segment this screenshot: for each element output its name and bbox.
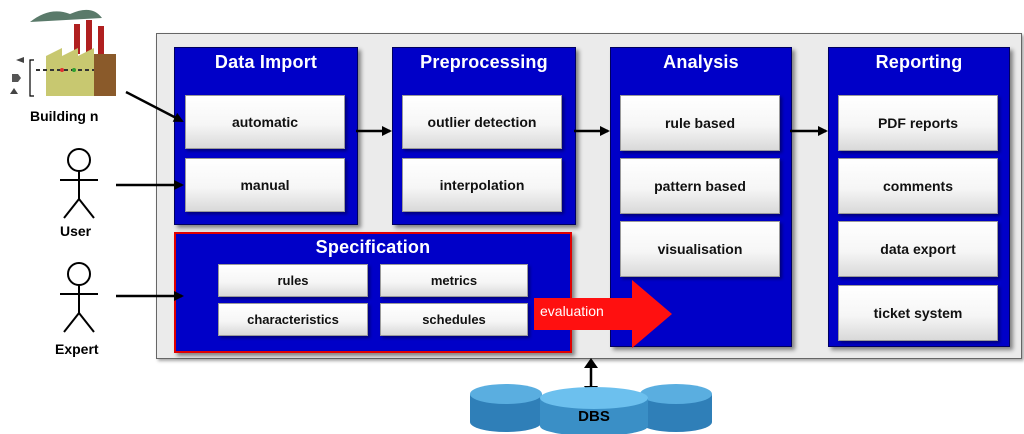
outlier-detection-box: outlier detection bbox=[402, 95, 562, 149]
expert-icon bbox=[60, 262, 98, 333]
schedules-box: schedules bbox=[380, 303, 528, 336]
interpolation-box: interpolation bbox=[402, 158, 562, 212]
characteristics-box: characteristics bbox=[218, 303, 368, 336]
user-label: User bbox=[60, 223, 92, 239]
automatic-box: automatic bbox=[185, 95, 345, 149]
evaluation-arrow bbox=[534, 280, 672, 348]
database-icon bbox=[470, 384, 712, 434]
user-icon bbox=[60, 148, 98, 219]
pattern-based-box: pattern based bbox=[620, 158, 780, 214]
database-label: DBS bbox=[578, 408, 610, 425]
preprocessing-title: Preprocessing bbox=[420, 52, 548, 72]
data-export-box: data export bbox=[838, 221, 998, 277]
metrics-box: metrics bbox=[380, 264, 528, 297]
reporting-title: Reporting bbox=[875, 52, 963, 72]
visualisation-box: visualisation bbox=[620, 221, 780, 277]
rules-box: rules bbox=[218, 264, 368, 297]
expert-label: Expert bbox=[55, 341, 99, 357]
manual-box: manual bbox=[185, 158, 345, 212]
data-import-title: Data Import bbox=[214, 52, 318, 72]
building-label: Building n bbox=[30, 108, 99, 124]
evaluation-label: evaluation bbox=[540, 303, 604, 319]
building-to-automatic-arrow bbox=[125, 90, 184, 123]
analysis-title: Analysis bbox=[663, 52, 739, 72]
factory-icon bbox=[10, 9, 116, 97]
specification-title: Specification bbox=[315, 237, 431, 257]
rule-based-box: rule based bbox=[620, 95, 780, 151]
pdf-reports-box: PDF reports bbox=[838, 95, 998, 151]
ticket-system-box: ticket system bbox=[838, 285, 998, 341]
comments-box: comments bbox=[838, 158, 998, 214]
